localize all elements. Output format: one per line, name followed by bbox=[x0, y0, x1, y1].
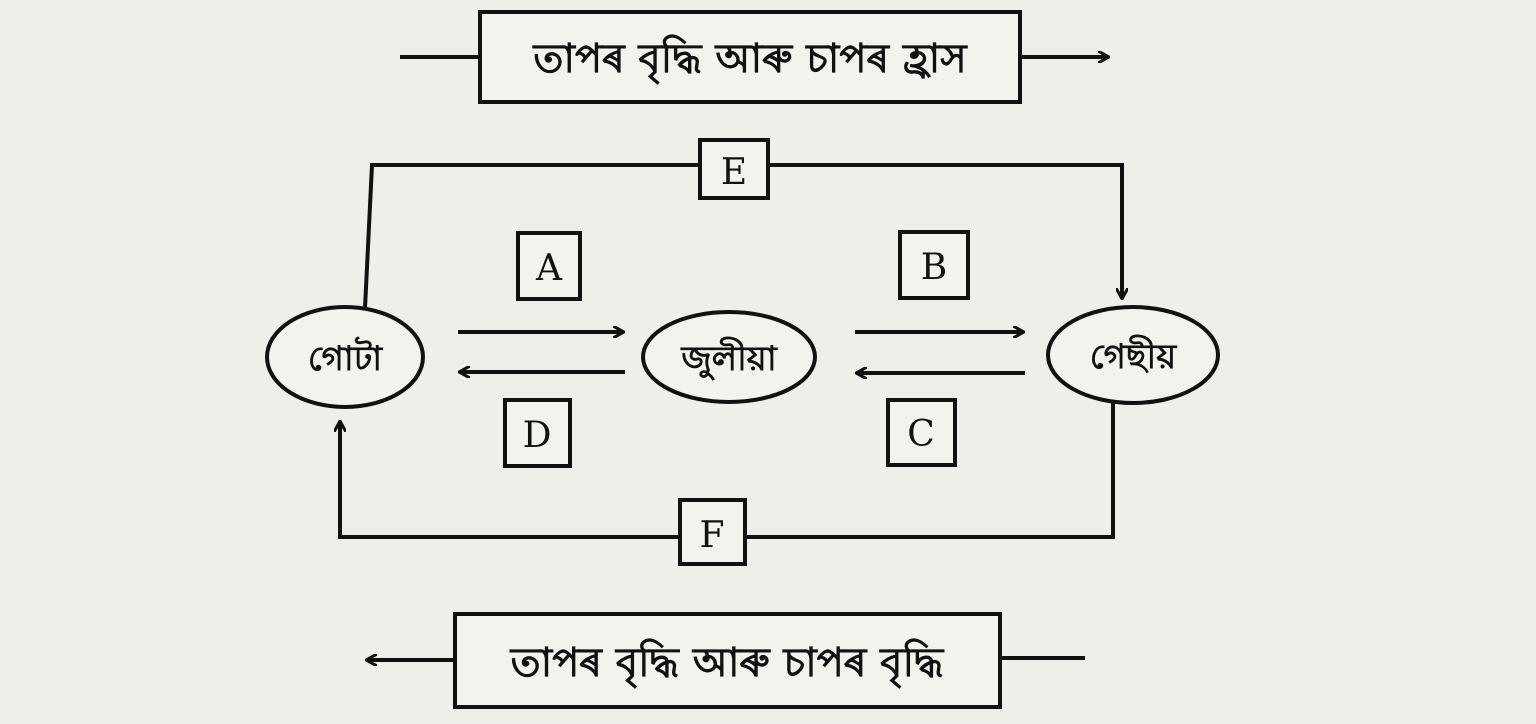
solid-node bbox=[265, 305, 425, 409]
label-box-e bbox=[698, 138, 770, 200]
label-box-a bbox=[516, 231, 582, 301]
bottom-banner-box bbox=[453, 612, 1002, 709]
label-box-d bbox=[503, 398, 572, 468]
top-banner-text: তাপৰ বৃদ্ধি আৰু চাপৰ হ্ৰাস bbox=[531, 34, 968, 85]
label-box-f bbox=[678, 498, 747, 566]
top-banner: তাপৰ বৃদ্ধি আৰু চাপৰ হ্ৰাস bbox=[400, 10, 1108, 104]
liquid-label: জুলীয়া bbox=[680, 336, 778, 380]
liquid-node bbox=[641, 310, 817, 404]
bottom-banner: তাপৰ বৃদ্ধি আৰু চাপৰ বৃদ্ধি bbox=[367, 612, 1085, 709]
label-d: D bbox=[523, 415, 552, 456]
label-a: A bbox=[535, 248, 563, 289]
label-c: C bbox=[907, 414, 935, 455]
label-box-b bbox=[898, 230, 970, 300]
label-e: E bbox=[721, 152, 747, 193]
gas-label: গেছীয় bbox=[1090, 334, 1178, 377]
gas-node bbox=[1046, 305, 1220, 405]
bottom-banner-text: তাপৰ বৃদ্ধি আৰু চাপৰ বৃদ্ধি bbox=[509, 638, 945, 689]
label-b: B bbox=[921, 247, 947, 288]
label-box-c bbox=[886, 398, 957, 467]
solid-label: গোটা bbox=[308, 336, 383, 379]
label-f: F bbox=[700, 515, 725, 556]
